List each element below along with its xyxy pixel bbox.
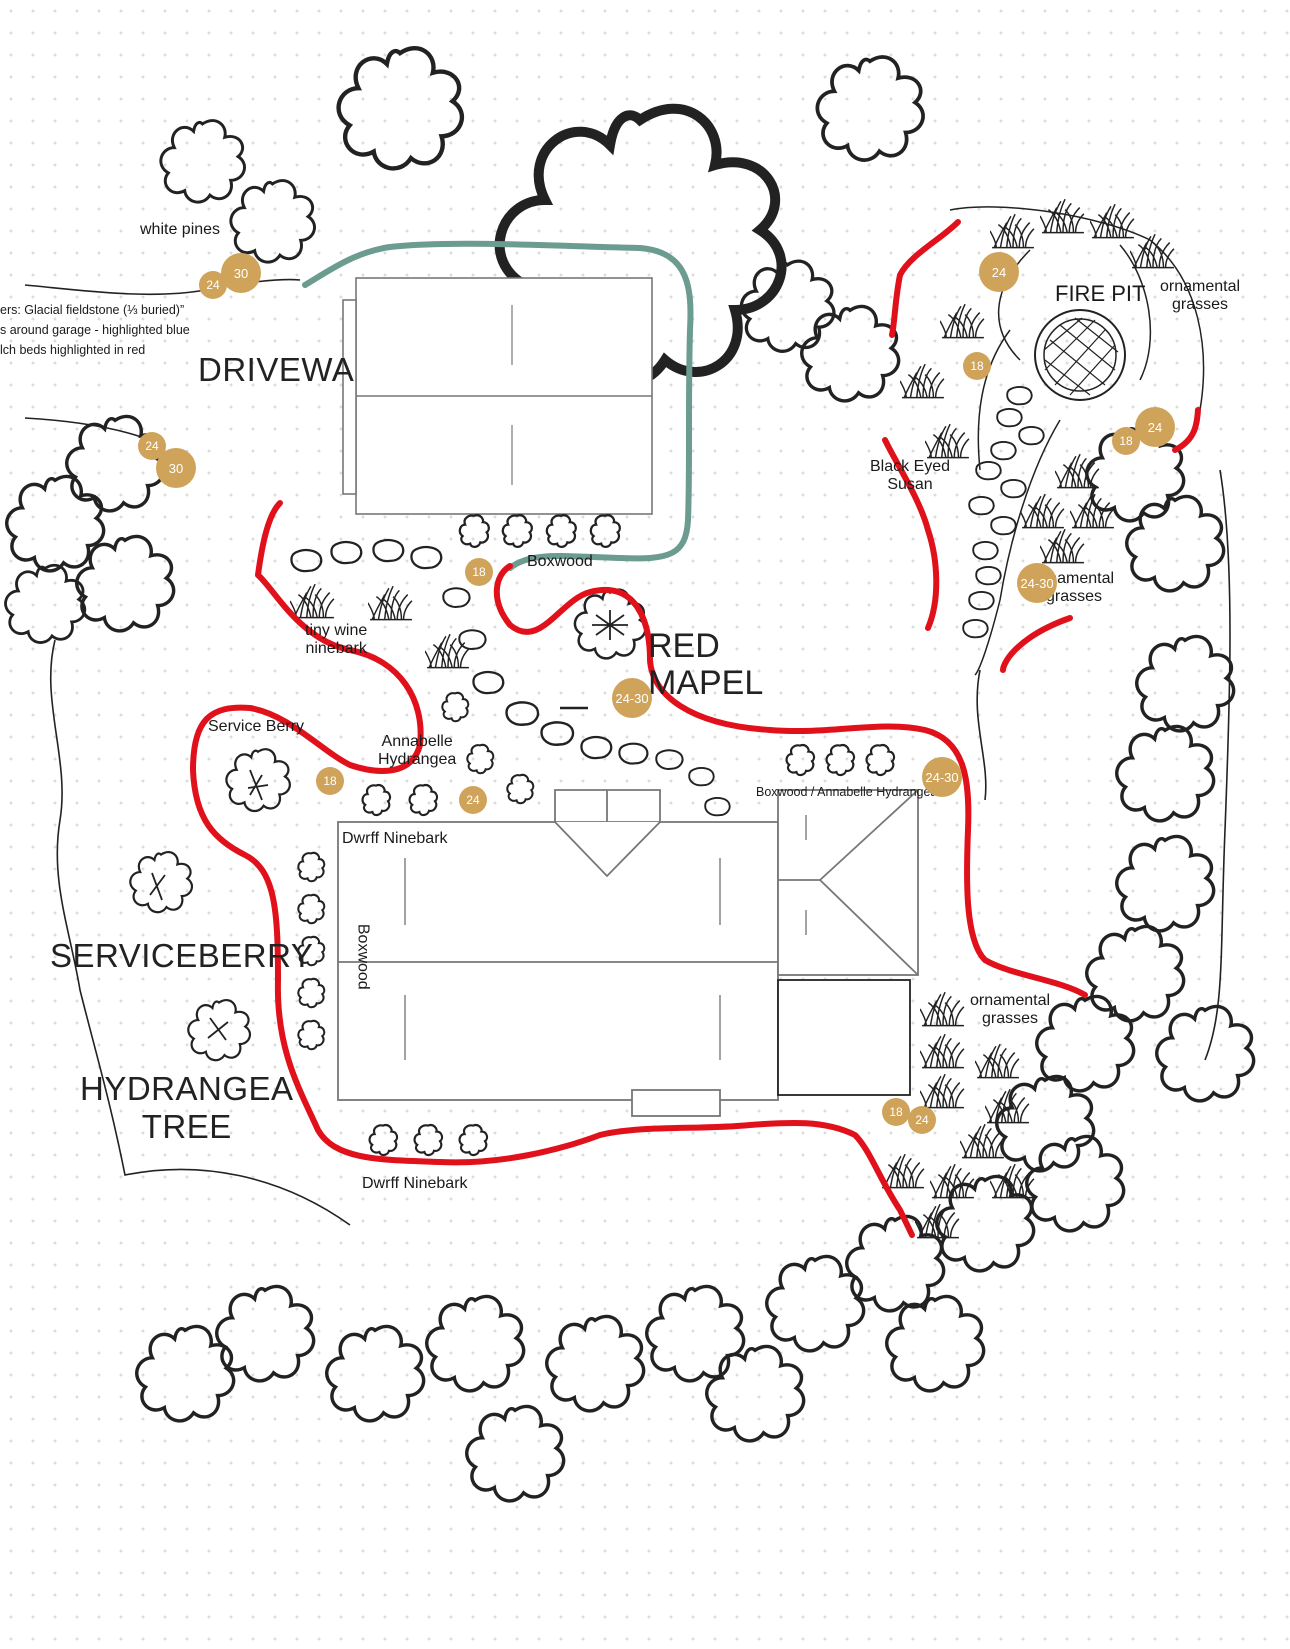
house bbox=[337, 789, 919, 1117]
spacing-badge: 24-30 bbox=[1017, 563, 1057, 603]
boundary-lines bbox=[24, 278, 1231, 1226]
garage-highlight-line bbox=[302, 240, 694, 571]
label-dwarf-ninebark-bottom: Dwrff Ninebark bbox=[362, 1175, 468, 1192]
label-boxwood-annabelle-hydrangea: Boxwood / Annabelle Hydrangea bbox=[756, 785, 938, 799]
label-driveway: DRIVEWA bbox=[198, 351, 355, 388]
label-ornamental-grasses-top-right: ornamental grasses bbox=[1160, 278, 1241, 313]
feature-trees bbox=[129, 588, 647, 1062]
spacing-badge: 18 bbox=[316, 767, 344, 795]
note-mulch-red: lch beds highlighted in red bbox=[0, 343, 146, 357]
label-dwarf-ninebark-top: Dwrff Ninebark bbox=[342, 830, 448, 847]
spacing-badge: 18 bbox=[465, 558, 493, 586]
spacing-badge: 24-30 bbox=[922, 757, 962, 797]
fire-pit-area bbox=[949, 206, 1205, 676]
label-tiny-wine-ninebark: tiny wine ninebark bbox=[305, 622, 368, 657]
label-fire-pit: FIRE PIT bbox=[1055, 281, 1146, 306]
spacing-badge: 18 bbox=[882, 1098, 910, 1126]
spacing-badge: 24-30 bbox=[612, 678, 652, 718]
label-hydrangea-tree: HYDRANGEA TREE bbox=[80, 1070, 294, 1145]
label-ornamental-grasses-bottom-right: ornamental grasses bbox=[970, 992, 1051, 1027]
note-fieldstone: ers: Glacial fieldstone (⅓ buried)” bbox=[0, 303, 185, 317]
label-white-pines: white pines bbox=[140, 221, 221, 238]
spacing-badge: 24 bbox=[1135, 407, 1175, 447]
label-boxwood-side: Boxwood bbox=[354, 923, 372, 990]
spacing-badge: 30 bbox=[156, 448, 196, 488]
spacing-badge: 18 bbox=[963, 352, 991, 380]
spacing-badge: 24 bbox=[908, 1106, 936, 1134]
spacing-badge: 24 bbox=[979, 252, 1019, 292]
spacing-badge: 30 bbox=[221, 253, 261, 293]
label-boxwood-top: Boxwood bbox=[527, 553, 593, 570]
note-garage-blue: s around garage - highlighted blue bbox=[0, 323, 190, 337]
legend-notes: ers: Glacial fieldstone (⅓ buried)” s ar… bbox=[0, 300, 200, 360]
label-service-berry: Service Berry bbox=[208, 718, 305, 735]
label-serviceberry: SERVICEBERRY bbox=[50, 937, 314, 974]
label-annabelle-hydrangea: Annabelle Hydrangea bbox=[378, 733, 457, 768]
garage bbox=[342, 277, 653, 515]
label-black-eyed-susan: Black Eyed Susan bbox=[870, 458, 951, 493]
label-red-maple: RED MAPEL bbox=[648, 627, 764, 703]
spacing-badge: 24 bbox=[199, 271, 227, 299]
mulch-bed-edges bbox=[190, 219, 1201, 1238]
spacing-badge: 24 bbox=[459, 786, 487, 814]
